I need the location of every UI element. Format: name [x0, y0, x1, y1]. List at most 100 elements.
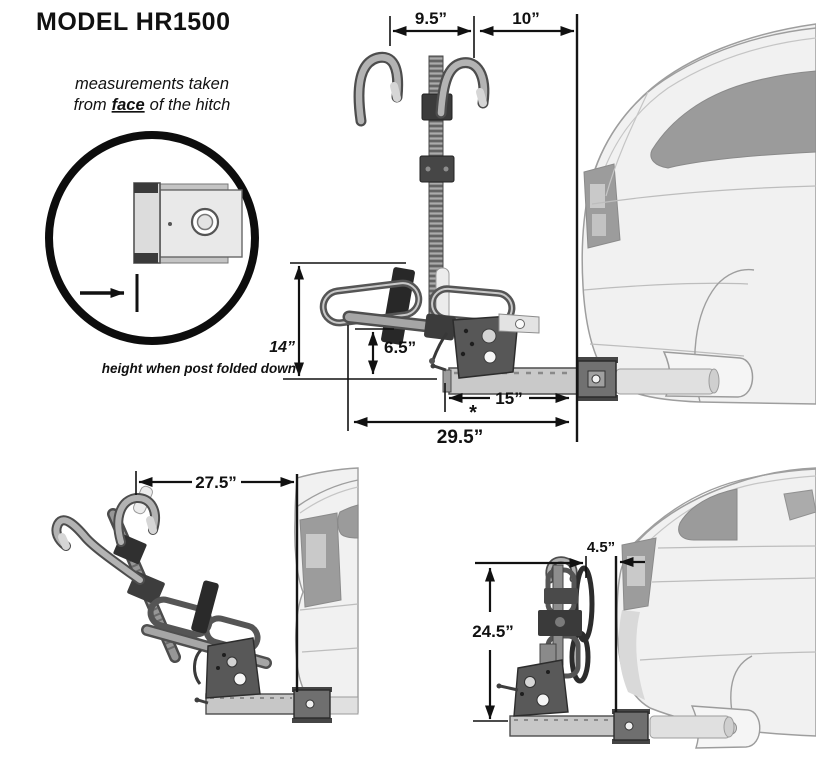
clamp-bolt — [443, 166, 449, 172]
bumper-shading — [618, 610, 645, 700]
taillight-lens — [592, 214, 606, 236]
bumper-crease — [301, 647, 359, 653]
receiver-collar-front — [133, 182, 161, 264]
tube-end — [708, 368, 720, 394]
beltline — [591, 185, 816, 205]
dims-folded: 4.5” 24.5” — [472, 539, 645, 722]
rear-quarter-window — [678, 488, 738, 541]
bracket-hole — [226, 656, 238, 668]
beltline — [657, 545, 816, 549]
dim-note-folded: height when post folded down — [102, 361, 296, 376]
note-line2-face: face — [112, 96, 145, 114]
tray-fin — [381, 267, 415, 345]
pillar-seam — [605, 91, 649, 197]
taillight-lens — [627, 556, 645, 586]
car-rear-upright-view — [581, 23, 816, 405]
hitch-pin-hole — [624, 721, 634, 731]
bumper-crease — [583, 282, 749, 291]
bracket-rivet — [469, 341, 475, 347]
beltline — [651, 577, 816, 583]
bracket-rivet — [460, 351, 466, 357]
hitch-pin-hole — [591, 374, 601, 384]
page-title: MODEL HR1500 — [36, 8, 231, 36]
tray-fin — [191, 580, 219, 634]
latch-wire — [193, 648, 203, 685]
right-hook-arm-highlight — [437, 59, 488, 117]
rack-folded — [496, 556, 650, 744]
dim-label-29-5: 29.5” — [437, 427, 483, 448]
dim-label-24-5: 24.5” — [472, 622, 514, 641]
pivot-hub — [423, 313, 457, 341]
left-hook-pad — [390, 82, 401, 102]
receiver-tube — [329, 696, 359, 715]
receiver-lip — [576, 357, 618, 363]
safety-pin — [197, 698, 209, 705]
hitch-pin-hole — [305, 699, 315, 709]
dim-label-6-5: 6.5” — [384, 338, 416, 357]
bracket-rivet — [222, 653, 226, 657]
safety-pin-ring — [194, 697, 200, 703]
dim-label-9-5: 9.5” — [415, 9, 447, 28]
receiver-tube — [615, 368, 715, 395]
left-hook-arm-highlight — [355, 54, 401, 125]
note-line2-pre: from — [74, 96, 107, 114]
bracket-rivet — [520, 692, 524, 696]
taillight-lens — [590, 184, 605, 208]
right-hook-pad — [146, 516, 157, 534]
rack-tilted — [51, 485, 359, 723]
bracket-hole — [483, 350, 497, 364]
left-hook-arm-highlight — [53, 517, 143, 583]
bracket-rivet — [216, 666, 220, 670]
safety-pin-ring — [430, 363, 436, 369]
right-hook-arm-highlight — [115, 495, 158, 545]
bracket-rivet — [463, 328, 469, 334]
dim-label-10: 10” — [512, 9, 539, 28]
roof-rail-line — [597, 37, 816, 189]
left-hook-pad — [58, 533, 70, 550]
bracket-rivet — [546, 670, 550, 674]
hitch-face-inset — [45, 131, 259, 345]
collar-flange-top — [134, 183, 158, 193]
bracket-hole — [481, 328, 497, 344]
car-rear-tilted-view — [294, 467, 359, 713]
folded-hook-highlight — [547, 557, 576, 582]
bracket-hole — [536, 693, 550, 707]
dim-label-4-5: 4.5” — [587, 539, 615, 556]
bracket-hole — [524, 676, 536, 688]
roof-line — [625, 468, 816, 553]
latch-lever — [431, 332, 449, 361]
bracket-hole — [233, 672, 247, 686]
bumper-crease — [639, 651, 816, 661]
pin-hole-inner — [196, 213, 214, 231]
tab-hole — [515, 319, 525, 329]
dims-tilted: 27.5” — [135, 471, 299, 692]
receiver-dot — [168, 222, 172, 226]
dim-label-14: 14” — [269, 339, 295, 356]
rack-upright — [319, 51, 618, 401]
collar-flange-bottom — [134, 253, 158, 263]
roof-rail-line — [299, 486, 359, 514]
door-window — [783, 489, 816, 521]
right-hook-pad — [476, 88, 487, 107]
dims-upright: 9.5” 10” 14” height when post folded dow… — [102, 9, 579, 448]
dim-label-15: 15” — [495, 389, 522, 408]
receiver-lip — [292, 718, 332, 723]
safety-pin — [499, 684, 519, 692]
mount-bracket — [513, 659, 569, 717]
taillight-lens — [306, 534, 326, 568]
safety-pin — [433, 364, 447, 372]
car-rear-folded-view — [616, 467, 816, 749]
roof-line — [589, 27, 816, 187]
receiver-lip — [576, 395, 618, 401]
rear-quarter-window — [650, 70, 816, 169]
roof-line — [297, 479, 359, 507]
clamp-knob — [555, 617, 565, 627]
clamp-bolt — [425, 166, 431, 172]
receiver-lip — [612, 739, 650, 744]
bumper-crease — [299, 603, 359, 611]
tube-end — [723, 716, 735, 738]
safety-pin-ring — [496, 683, 502, 689]
